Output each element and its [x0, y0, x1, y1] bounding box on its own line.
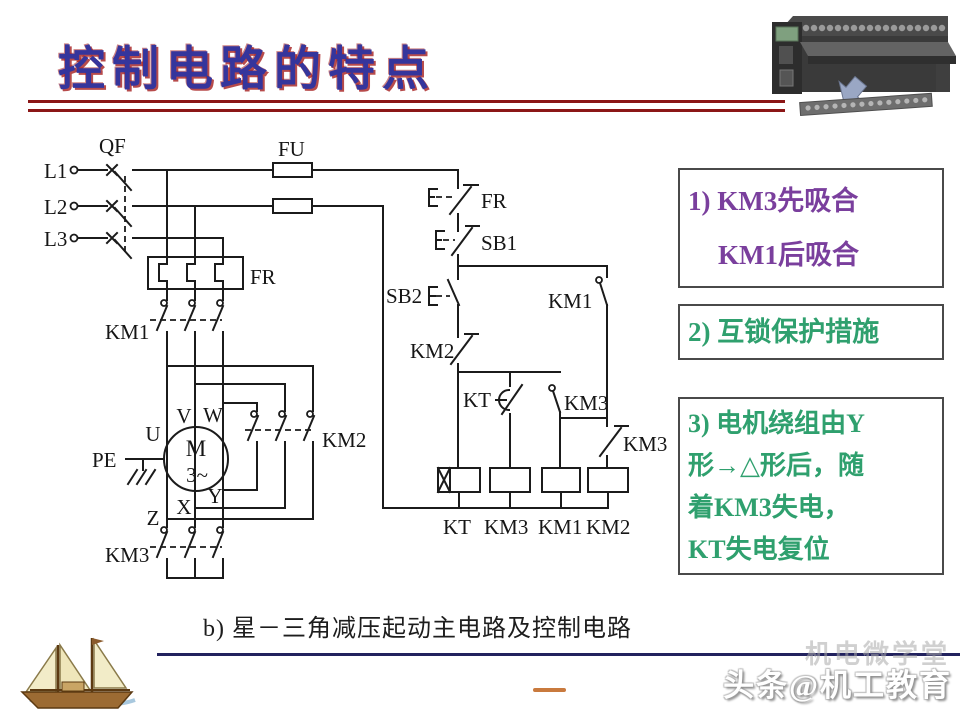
note-line: 1) KM3先吸合 [688, 186, 859, 216]
note-box-2: 2) 互锁保护措施 [678, 304, 944, 360]
label-km3-nc: KM3 [623, 432, 667, 456]
label-l1: L1 [44, 159, 67, 183]
label-x: X [176, 495, 191, 519]
note-line: 2) 互锁保护措施 [688, 317, 880, 347]
note-line: KT失电复位 [688, 535, 830, 564]
label-pe: PE [92, 448, 117, 472]
km3-main-contacts [150, 526, 225, 579]
label-v: V [176, 404, 191, 428]
footer-orange-dash [533, 688, 566, 692]
label-u: U [145, 422, 160, 446]
label-km3-no: KM3 [564, 391, 608, 415]
watermark-back: 机电微学堂 [804, 640, 950, 669]
km2-main-contacts [166, 410, 316, 520]
qf-breaker [69, 163, 133, 260]
label-kt-contact: KT [463, 388, 491, 412]
note-box-3: 3) 电机绕组由Y 形→△形后，随 着KM3失电， KT失电复位 [678, 397, 944, 575]
label-km1-coil: KM1 [538, 515, 582, 539]
note-box-1: 1) KM3先吸合 KM1后吸合 [678, 168, 944, 288]
watermark-front: 头条@机工教育 [723, 668, 952, 703]
label-km1-main: KM1 [105, 320, 149, 344]
label-w: W [203, 403, 223, 427]
label-sb1: SB1 [481, 231, 517, 255]
page-title: 控制电路的特点 [58, 44, 436, 96]
note-line: 着KM3失电， [688, 493, 850, 522]
label-km3-main: KM3 [105, 543, 149, 567]
label-fr-ctrl: FR [481, 189, 507, 213]
label-z: Z [147, 506, 160, 530]
motor [125, 426, 229, 492]
plc-module-photo [772, 16, 956, 117]
fr-thermal-relay [147, 169, 244, 301]
fu-fuses [132, 162, 459, 509]
label-l2: L2 [44, 195, 67, 219]
label-km2-coil: KM2 [586, 515, 630, 539]
label-fu: FU [278, 137, 305, 161]
footer-rule [157, 653, 960, 656]
note-line: 形→△形后，随 [688, 451, 864, 480]
label-fr-main: FR [250, 265, 276, 289]
note-line: KM1后吸合 [718, 240, 859, 270]
label-l3: L3 [44, 227, 67, 251]
label-motor-m: M [186, 436, 206, 461]
label-sb2: SB2 [386, 284, 422, 308]
ground-icon [126, 468, 157, 486]
label-qf: QF [99, 134, 126, 158]
figure-caption: b) 星－三角减压起动主电路及控制电路 [203, 616, 632, 642]
label-km2-nc: KM2 [410, 339, 454, 363]
label-y: Y [207, 484, 222, 508]
km1-main-contacts [150, 299, 225, 528]
sailboat-icon [20, 637, 136, 709]
control-circuit [382, 184, 629, 509]
plc-terminal-strip [799, 92, 933, 117]
label-km3-coil: KM3 [484, 515, 528, 539]
title-underline [28, 100, 785, 112]
label-motor-3ph: 3~ [186, 463, 208, 487]
label-kt-coil: KT [443, 515, 471, 539]
note-line: 3) 电机绕组由Y [688, 409, 865, 438]
label-km1-aux: KM1 [548, 289, 592, 313]
plc-terminal-screws [802, 24, 946, 32]
km2-tap-wires [166, 365, 314, 412]
label-km2-main: KM2 [322, 428, 366, 452]
